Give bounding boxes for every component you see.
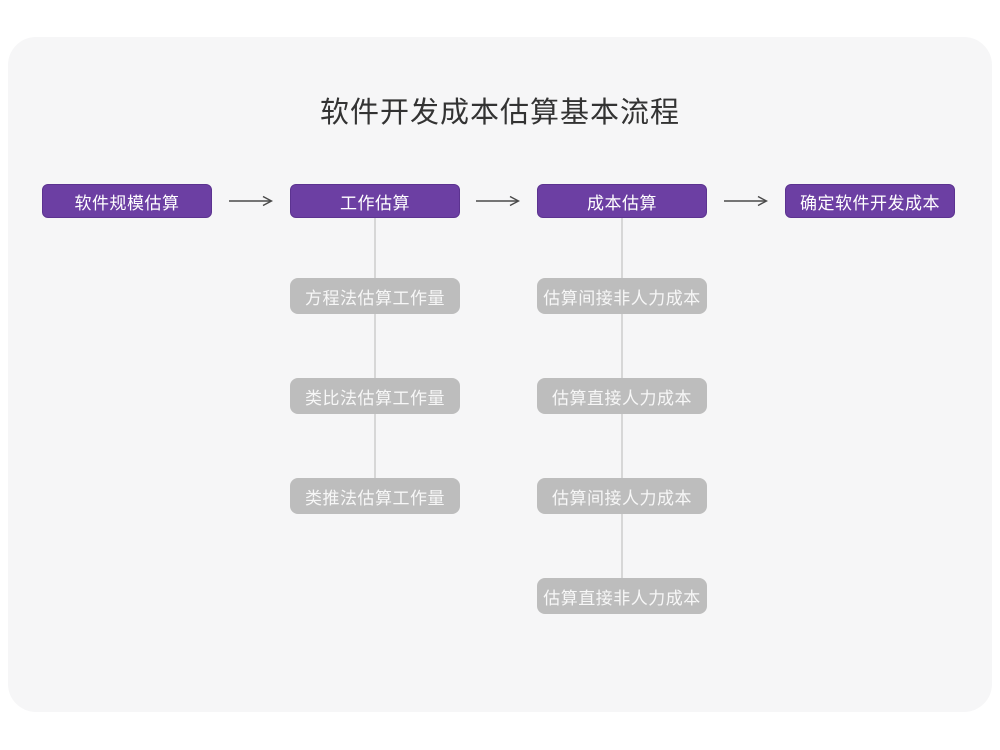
step-label: 工作估算 (340, 193, 410, 213)
arrow-right-icon (724, 195, 768, 207)
sub-step-label: 类推法估算工作量 (305, 488, 445, 508)
sub-step-indirect-labor-cost: 估算间接人力成本 (537, 478, 707, 514)
sub-step-label: 类比法估算工作量 (305, 388, 445, 408)
step-label: 成本估算 (587, 193, 657, 213)
sub-step-label: 估算直接非人力成本 (543, 588, 701, 608)
step-label: 软件规模估算 (74, 193, 180, 213)
step-cost-estimation: 成本估算 (537, 184, 707, 218)
sub-step-analogy-method: 类比法估算工作量 (290, 378, 460, 414)
diagram-card: 软件开发成本估算基本流程 软件规模估算 工作估算 成本估算 确定软件开发成本 (8, 37, 992, 712)
arrow-right-icon (229, 195, 273, 207)
sub-step-equation-method: 方程法估算工作量 (290, 278, 460, 314)
step-work-estimation: 工作估算 (290, 184, 460, 218)
step-software-scale-estimation: 软件规模估算 (42, 184, 212, 218)
sub-step-label: 估算直接人力成本 (552, 388, 692, 408)
sub-step-extrapolation-method: 类推法估算工作量 (290, 478, 460, 514)
sub-step-direct-non-labor-cost: 估算直接非人力成本 (537, 578, 707, 614)
sub-step-label: 方程法估算工作量 (305, 288, 445, 308)
sub-step-indirect-non-labor-cost: 估算间接非人力成本 (537, 278, 707, 314)
diagram-title: 软件开发成本估算基本流程 (319, 97, 680, 129)
connector-work-estimation-line (374, 218, 376, 478)
step-determine-development-cost: 确定软件开发成本 (785, 184, 955, 218)
arrow-right-icon (476, 195, 520, 207)
sub-step-label: 估算间接非人力成本 (543, 288, 701, 308)
step-label: 确定软件开发成本 (800, 193, 940, 213)
sub-step-label: 估算间接人力成本 (552, 488, 692, 508)
sub-step-direct-labor-cost: 估算直接人力成本 (537, 378, 707, 414)
